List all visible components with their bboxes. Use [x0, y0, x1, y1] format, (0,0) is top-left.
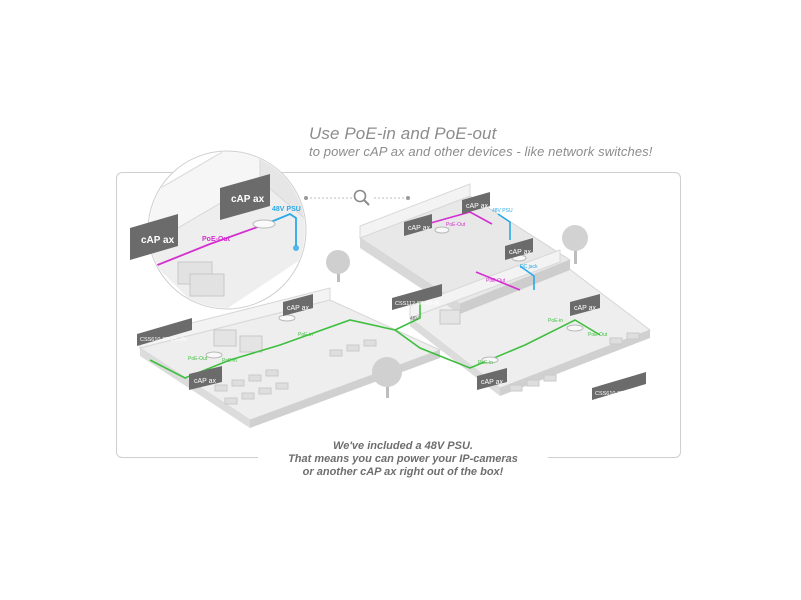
label-poe-out-top2: PoE-Out [486, 278, 506, 284]
tag-cap-ax-right: cAP ax [570, 294, 600, 316]
footer-line-3: or another cAP ax right out of the box! [302, 466, 504, 478]
label-poe-out-top: PoE-Out [446, 222, 466, 228]
label-poe-out-right: PoE-Out [588, 332, 608, 338]
label-poe-in-mid: PoE-in [298, 332, 313, 338]
tag-switch-right: CSS610-8P-2S+IN [592, 372, 646, 400]
zoom-callout: cAP ax cAP ax PoE-Out 48V PSU [130, 150, 307, 310]
svg-text:cAP ax: cAP ax [466, 203, 489, 210]
headline-title: Use PoE-in and PoE-out [309, 124, 497, 143]
cable-paths [149, 211, 601, 379]
tag-cap-ax-zoom-left: cAP ax [130, 214, 178, 260]
headline: Use PoE-in and PoE-out to power cAP ax a… [309, 124, 729, 160]
tag-cap-ax-bottom: cAP ax [477, 368, 507, 390]
label-poe-out-left: PoE-Out [188, 356, 208, 362]
label-48v-psu-top: 48V PSU [492, 208, 513, 214]
label-poe-in-right: PoE-in [548, 318, 563, 324]
svg-text:CSS112-8P-4S-IN: CSS112-8P-4S-IN [395, 301, 440, 307]
svg-text:cAP ax: cAP ax [194, 378, 217, 385]
label-poe-out-zoom: PoE-Out [202, 236, 231, 243]
tag-cap-ax-top3: cAP ax [505, 238, 533, 260]
poe-out-cable-zoom [149, 223, 267, 269]
label-poe-in-bottom: PoE-in [478, 360, 493, 366]
magnifier-icon [353, 189, 370, 206]
svg-text:CSS610-8P-2S+IN: CSS610-8P-2S+IN [595, 391, 641, 397]
svg-text:CSS610-8P-2S+IN: CSS610-8P-2S+IN [140, 337, 186, 343]
footer-caption: We've included a 48V PSU. That means you… [258, 438, 548, 481]
tag-cap-ax-left: cAP ax [189, 366, 222, 390]
footer-line-2: That means you can power your IP-cameras [288, 453, 518, 465]
label-48v: 48V [410, 316, 420, 322]
tag-cap-ax-top2: cAP ax [462, 192, 490, 214]
label-dc-jack: DC jack [520, 264, 538, 270]
tag-cap-ax-top1: cAP ax [404, 214, 432, 236]
svg-text:cAP ax: cAP ax [509, 249, 532, 256]
svg-text:cAP ax: cAP ax [231, 194, 265, 205]
svg-text:cAP ax: cAP ax [287, 305, 310, 312]
tree-decoration [326, 225, 588, 398]
psu-cable-zoom [265, 212, 297, 246]
tag-cap-ax-mid: cAP ax [283, 294, 313, 316]
poe-out-cable-top [419, 211, 493, 227]
svg-text:cAP ax: cAP ax [141, 235, 175, 246]
label-poe-in-left: PoE-in [222, 358, 237, 364]
tag-cap-ax-zoom-right: cAP ax [220, 174, 270, 220]
svg-text:cAP ax: cAP ax [574, 305, 597, 312]
label-48v-psu-zoom: 48V PSU [272, 206, 301, 213]
svg-text:cAP ax: cAP ax [408, 225, 431, 232]
footer-line-1: We've included a 48V PSU. [333, 440, 473, 452]
tag-switch-left: CSS610-8P-2S+IN [137, 318, 192, 346]
svg-text:cAP ax: cAP ax [481, 379, 504, 386]
headline-subtitle: to power cAP ax and other devices - like… [309, 144, 653, 159]
tag-switch-center: CSS112-8P-4S-IN [392, 284, 442, 310]
device-tags: cAP ax cAP ax cAP ax cAP ax cAP ax cAP a… [137, 192, 646, 400]
